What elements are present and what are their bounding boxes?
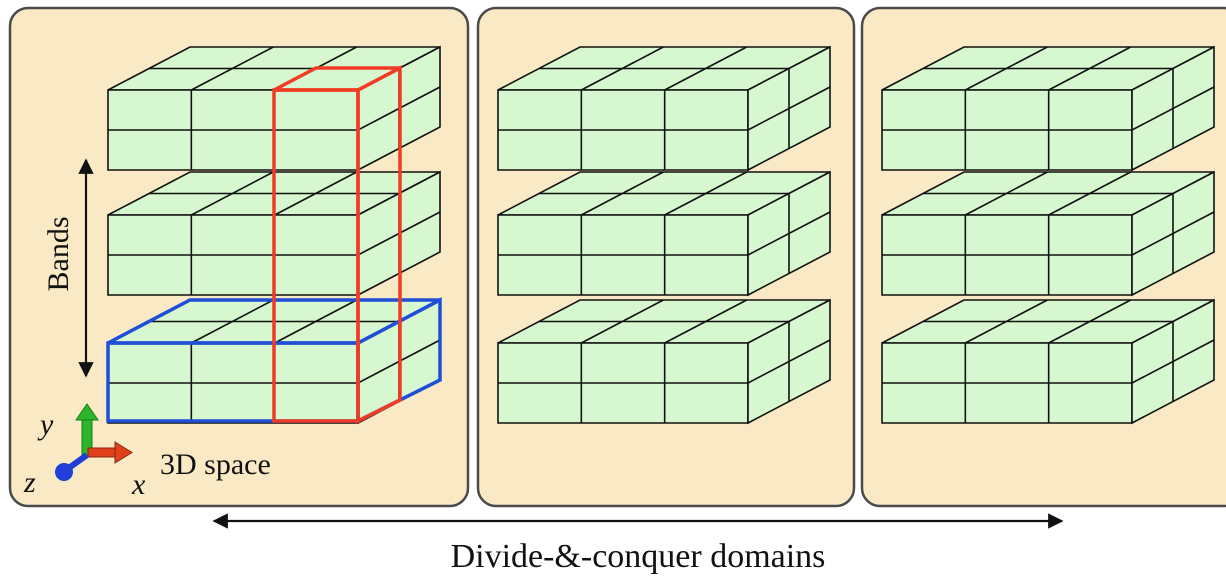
column-highlight bbox=[272, 65, 402, 424]
axis-y-label: y bbox=[37, 408, 54, 441]
axes-icon bbox=[55, 403, 133, 481]
axis-z-label: z bbox=[23, 466, 36, 499]
cube-blocks bbox=[107, 45, 1215, 425]
axis-x-label: x bbox=[131, 468, 146, 501]
domains-label: Divide-&-conquer domains bbox=[451, 538, 826, 575]
space-label: 3D space bbox=[160, 448, 271, 481]
bands-label: Bands bbox=[42, 217, 75, 292]
